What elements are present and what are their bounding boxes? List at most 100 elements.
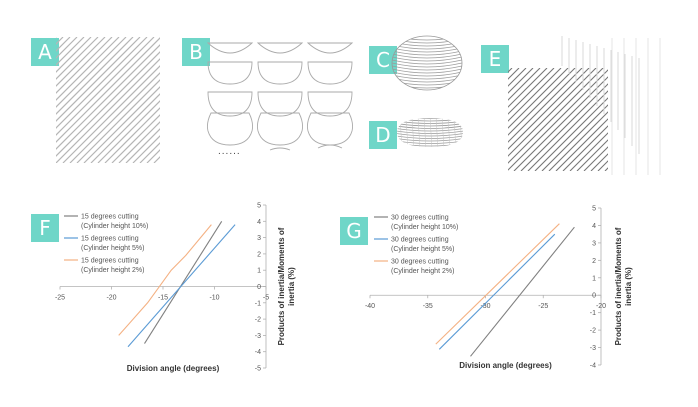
hatch-line: [69, 72, 160, 163]
stack-line: [392, 71, 462, 77]
hatch-line: [56, 37, 134, 115]
hatch-line: [604, 167, 608, 171]
slice-piece: [207, 61, 253, 85]
slice-piece: [317, 144, 343, 149]
panel-label-f: F: [31, 214, 59, 242]
chart-f-y-tick-label: 5: [257, 203, 261, 210]
chart-g-y-axis-label-part: inertia (%): [624, 267, 633, 306]
panel-e-vertical-strips: [561, 36, 661, 175]
stack-line: [392, 68, 462, 74]
stack-line: [392, 50, 462, 56]
hatch-line: [576, 139, 608, 171]
chart-g-legend-sublabel-1: (Cylinder height 10%): [391, 224, 458, 231]
chart-f-y-tick-label: 2: [257, 251, 261, 258]
stack-line: [392, 65, 462, 71]
stack-line: [392, 59, 462, 65]
hatch-line: [508, 68, 555, 115]
hatch-line: [508, 68, 548, 108]
panel-label-e: E: [481, 45, 509, 73]
panel-c-stacked-slices: [392, 36, 462, 90]
chart-g-y-tick-label: -1: [590, 310, 596, 317]
hatch-line: [139, 142, 160, 163]
chart-f-legend-sublabel-3: (Cylinder height 2%): [81, 267, 144, 274]
hatch-line: [562, 125, 608, 171]
chart-g-y-tick-label: 5: [592, 206, 596, 213]
chart-g-series-line-1: [470, 226, 575, 357]
chart-f-y-tick-label: 1: [257, 268, 261, 275]
hatch-line: [83, 86, 160, 163]
slice-piece: [306, 112, 354, 146]
panel-e-hatch-pattern: [508, 68, 608, 171]
hatch-line: [508, 68, 569, 129]
chart-g-y-tick-label: 1: [592, 275, 596, 282]
chart-f-x-axis-label: Division angle (degrees): [127, 364, 220, 373]
hatch-line: [90, 93, 160, 163]
hatch-line: [0, 37, 49, 163]
chart-g-legend-label-3: 30 degrees cutting: [391, 259, 449, 266]
hatch-line: [118, 121, 160, 163]
slice-piece: [257, 91, 303, 117]
chart-g-x-tick-label: -25: [538, 303, 548, 310]
chart-g-y-axis-label-part: Products of inertia/Moments of: [614, 227, 623, 345]
hatch-line: [56, 51, 160, 157]
hatch-line: [508, 68, 527, 87]
hatch-line: [548, 111, 608, 171]
stack-line: [429, 118, 433, 147]
hatch-line: [534, 97, 608, 171]
chart-g-legend-sublabel-2: (Cylinder height 5%): [391, 246, 454, 253]
stack-line: [399, 118, 403, 147]
slice-piece: [256, 42, 304, 54]
hatch-line: [56, 37, 141, 122]
hatch-line: [97, 100, 160, 163]
stack-line: [392, 56, 462, 62]
hatch-line: [508, 68, 562, 122]
stack-line: [397, 125, 463, 129]
hatch-line: [56, 37, 92, 73]
hatch-line: [56, 37, 85, 66]
panel-b-slice-pieces: [206, 42, 354, 151]
hatch-line: [0, 37, 42, 163]
chart-f-series-line-2: [127, 224, 236, 348]
panel-label-g: G: [340, 217, 368, 245]
hatch-line: [513, 76, 608, 171]
chart-g-y-tick-label: 0: [592, 293, 596, 300]
hatch-line: [56, 37, 106, 87]
hatch-line: [56, 37, 120, 101]
hatch-line: [56, 37, 155, 136]
chart-f-y-axis-label-part: inertia (%): [287, 267, 296, 306]
hatch-line: [590, 153, 608, 171]
chart-f-y-tick-label: 3: [257, 235, 261, 242]
hatch-line: [168, 37, 294, 163]
stack-line: [392, 36, 462, 41]
hatch-line: [56, 37, 160, 143]
chart-g-series-line-2: [438, 233, 556, 350]
chart-f-y-tick-label: -2: [255, 317, 261, 324]
chart-f-y-axis-label: Products of inertia/Moments ofinertia (%…: [277, 227, 296, 345]
chart-g-y-tick-label: -4: [590, 363, 596, 370]
hatch-line: [508, 68, 541, 101]
slice-piece: [257, 61, 303, 85]
hatch-line: [125, 128, 160, 163]
chart-f-x-tick-label: -15: [158, 295, 168, 302]
stack-line: [447, 118, 451, 147]
stack-line: [435, 118, 439, 147]
chart-f-y-tick-label: -1: [255, 300, 261, 307]
chart-f-y-tick-label: -4: [255, 349, 261, 356]
stack-line: [441, 118, 445, 147]
panel-a-hatch-pattern: [0, 37, 294, 163]
chart-f-series-line-3: [118, 224, 212, 336]
chart-f-legend-sublabel-2: (Cylinder height 5%): [81, 245, 144, 252]
slice-piece: [256, 112, 304, 146]
stack-line: [405, 118, 409, 147]
hatch-line: [111, 114, 160, 163]
stack-line: [392, 62, 462, 68]
chart-g-y-tick-label: -3: [590, 345, 596, 352]
chart-f-legend-label-1: 15 degrees cutting: [81, 214, 139, 221]
chart-g-x-axis-label: Division angle (degrees): [459, 361, 552, 370]
hatch-line: [56, 37, 113, 94]
chart-f-x-tick-label: -25: [55, 295, 65, 302]
stack-line: [397, 123, 463, 127]
chart-f-x-tick-label: -5: [263, 295, 269, 302]
slice-piece: [206, 42, 254, 54]
